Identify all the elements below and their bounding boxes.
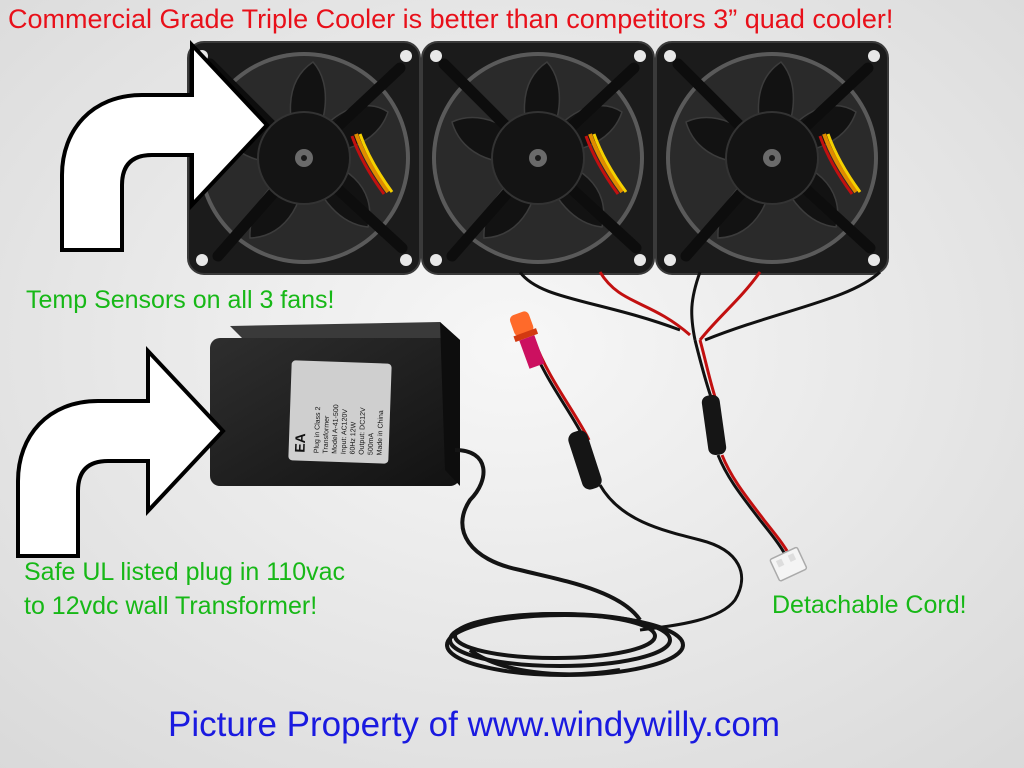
transformer-label-line: Transformer [323,415,331,454]
wall-transformer: EA Plug in Class 2 Transformer Model A-4… [210,322,460,486]
transformer-label-line: Input: AC120V [341,409,350,455]
power-cord [445,448,685,677]
copyright-footer: Picture Property of www.windywilly.com [168,705,781,744]
headline-caption: Commercial Grade Triple Cooler is better… [8,4,894,34]
transformer-brand: EA [292,433,309,453]
fan-middle [422,42,654,274]
led-lead [509,311,744,632]
transformer-label-line: Plug in Class 2 [314,406,323,453]
detachable-cord [701,394,808,582]
fan-right [656,42,888,274]
detachable-cord-caption: Detachable Cord! [772,591,967,619]
transformer-label-line: Model A-41-500 [332,404,341,454]
transformer-label-line: Made in China [377,410,386,455]
ul-plug-caption-line1: Safe UL listed plug in 110vac [24,558,346,586]
led-icon [509,311,545,369]
ul-plug-caption-line2: to 12vdc wall Transformer! [24,592,318,620]
connector-icon [769,546,808,582]
transformer-label-line: 60Hz 12W [350,421,358,454]
transformer-label-line: Output: DC12V [359,407,368,455]
temp-sensors-caption: Temp Sensors on all 3 fans! [26,286,335,314]
transformer-label-line: 500mA [368,432,376,455]
